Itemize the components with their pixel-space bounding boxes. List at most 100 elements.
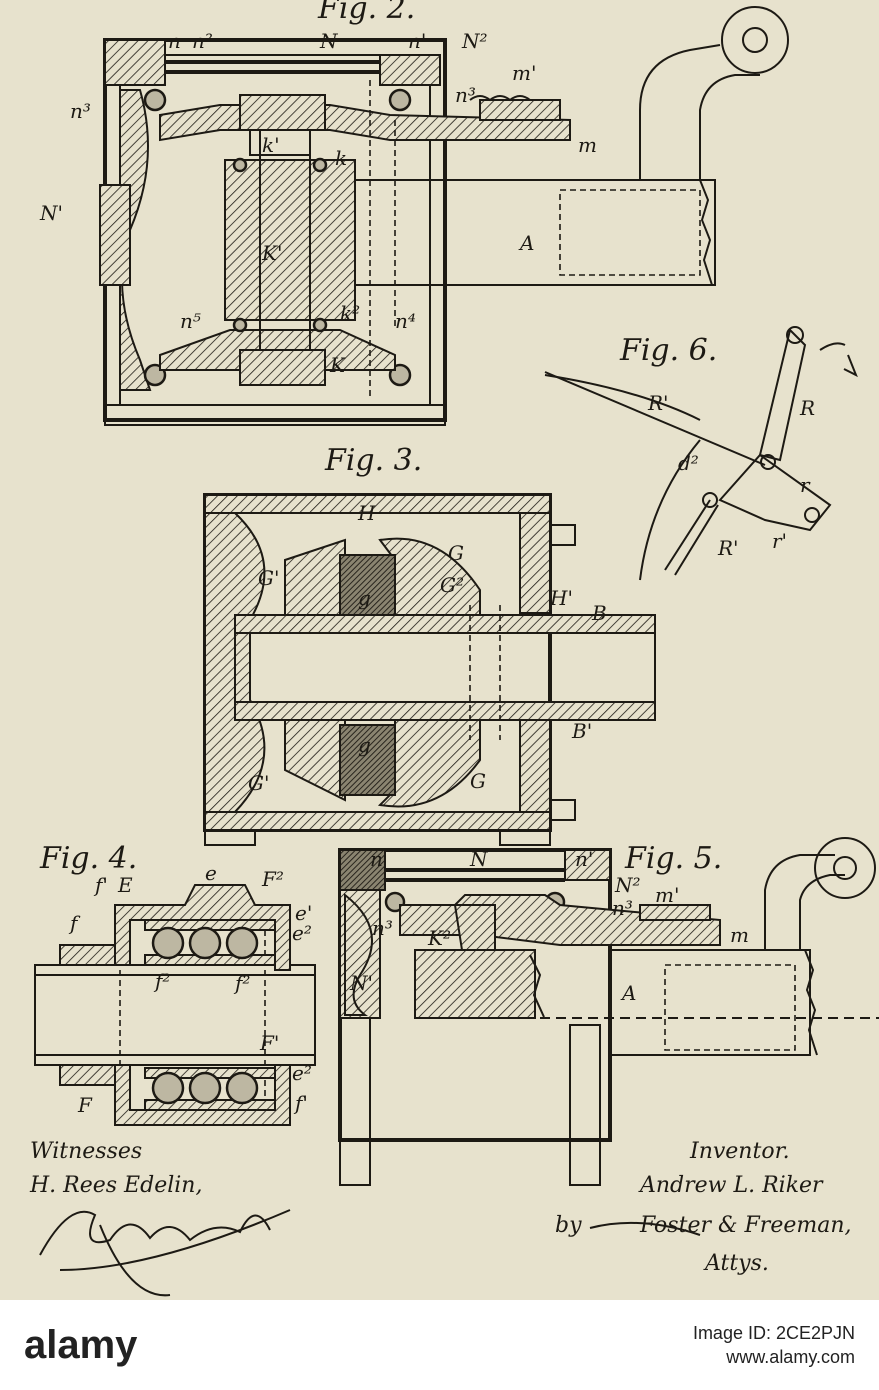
- svg-text:G: G: [470, 769, 486, 793]
- svg-text:n²: n²: [192, 29, 213, 53]
- svg-text:n⁵: n⁵: [180, 309, 201, 333]
- svg-text:F: F: [77, 1093, 93, 1117]
- fig4-title: Fig. 4.: [39, 841, 137, 876]
- fig2-eye: [722, 7, 788, 73]
- svg-text:k²: k²: [340, 301, 360, 325]
- watermark-info: Image ID: 2CE2PJN www.alamy.com: [693, 1321, 855, 1370]
- svg-text:N²: N²: [461, 29, 488, 53]
- svg-text:g: g: [358, 733, 371, 757]
- inventor-name: Andrew L. Riker: [638, 1173, 824, 1198]
- svg-text:R': R': [647, 391, 669, 415]
- witnesses-title: Witnesses: [30, 1139, 142, 1164]
- svg-text:m: m: [578, 133, 597, 157]
- svg-text:f: f: [68, 911, 81, 935]
- svg-text:B: B: [591, 601, 607, 625]
- fig4-group: Fig. 4. E e F² f' f e' e² f² f²: [35, 841, 315, 1125]
- fig2-ball-top-left: [145, 90, 165, 110]
- fig6-rod: [545, 372, 765, 465]
- svg-text:B': B': [571, 719, 592, 743]
- svg-text:H': H': [549, 586, 573, 610]
- svg-text:f²: f²: [153, 969, 170, 993]
- fig5-eye: [815, 838, 875, 898]
- by-line: by: [555, 1213, 582, 1238]
- site-url: www.alamy.com: [693, 1345, 855, 1369]
- fig4-ball-1: [153, 928, 183, 958]
- fig6-title: Fig. 6.: [619, 333, 717, 368]
- svg-text:m: m: [730, 923, 749, 947]
- svg-text:K²: K²: [427, 926, 451, 950]
- image-id-label: Image ID: 2CE2PJN: [693, 1321, 855, 1345]
- svg-text:n: n: [168, 29, 181, 53]
- fig4-ball-3: [227, 928, 257, 958]
- fig2-pad: [480, 100, 560, 120]
- fig3-title: Fig. 3.: [324, 443, 422, 478]
- svg-text:H: H: [357, 501, 376, 525]
- fig2-cover-left: [105, 40, 165, 85]
- svg-text:G: G: [448, 541, 464, 565]
- svg-text:e: e: [205, 861, 217, 885]
- signature-block: Witnesses H. Rees Edelin, Inventor. Andr…: [29, 1139, 852, 1295]
- svg-text:k': k': [262, 133, 280, 157]
- svg-text:e²: e²: [292, 1061, 312, 1085]
- svg-text:n³: n³: [70, 99, 91, 123]
- fig6-lever: [760, 330, 805, 460]
- svg-text:n⁴: n⁴: [395, 309, 416, 333]
- svg-text:F²: F²: [261, 867, 284, 891]
- svg-text:N': N': [39, 201, 63, 225]
- svg-text:K': K': [261, 241, 282, 265]
- fig4-ball-4: [153, 1073, 183, 1103]
- fig3-group: Fig. 3. H G' G G² H' g B g: [205, 443, 655, 845]
- fig3-gear-left-bottom: [285, 720, 345, 800]
- witness-2-signature: [40, 1210, 290, 1295]
- witness-1: H. Rees Edelin,: [29, 1173, 202, 1198]
- svg-text:N²: N²: [614, 873, 641, 897]
- svg-text:k: k: [335, 146, 347, 170]
- fig5-group: Fig. 5. n N n' N² m': [340, 838, 879, 1185]
- svg-text:e²: e²: [292, 921, 312, 945]
- fig4-ball-2: [190, 928, 220, 958]
- svg-text:G': G': [258, 566, 279, 590]
- fig2-steering-arm: [640, 45, 720, 180]
- svg-text:n': n': [575, 847, 593, 871]
- fig2-axle: [355, 180, 715, 285]
- patent-drawing: Fig. 2.: [0, 0, 879, 1300]
- svg-text:N: N: [469, 847, 489, 871]
- svg-text:f²: f²: [233, 971, 250, 995]
- svg-text:n': n': [408, 29, 426, 53]
- fig4-ball-5: [190, 1073, 220, 1103]
- svg-text:d²: d²: [678, 451, 699, 475]
- svg-text:N': N': [349, 971, 373, 995]
- svg-text:F': F': [259, 1031, 279, 1055]
- svg-text:g: g: [358, 586, 371, 610]
- fig2-spindle-block: [225, 160, 355, 320]
- svg-text:R: R: [799, 396, 815, 420]
- svg-text:f': f': [293, 1091, 308, 1115]
- svg-text:G²: G²: [440, 573, 464, 597]
- svg-text:r': r': [772, 529, 787, 553]
- fig2-title: Fig. 2.: [317, 0, 415, 26]
- svg-text:n: n: [370, 847, 383, 871]
- fig6-group: Fig. 6. R' R d² r r' R': [545, 327, 856, 580]
- svg-text:R': R': [717, 536, 739, 560]
- svg-text:m': m': [655, 883, 679, 907]
- svg-text:N: N: [319, 29, 339, 53]
- svg-text:G': G': [248, 771, 269, 795]
- inventor-title: Inventor.: [689, 1139, 790, 1164]
- patent-sheet: Fig. 2.: [0, 0, 879, 1300]
- attorney-name: Foster & Freeman,: [639, 1213, 852, 1238]
- alamy-logo: alamy: [24, 1323, 137, 1368]
- svg-text:r: r: [800, 473, 811, 497]
- svg-text:m': m': [512, 61, 536, 85]
- attys-label: Attys.: [703, 1251, 769, 1276]
- fig2-cover-right: [380, 55, 440, 85]
- svg-text:n³: n³: [612, 896, 633, 920]
- svg-text:n³: n³: [372, 916, 393, 940]
- fig5-title: Fig. 5.: [624, 841, 722, 876]
- svg-text:A: A: [620, 981, 636, 1005]
- svg-text:A: A: [518, 231, 534, 255]
- svg-text:K: K: [329, 353, 346, 377]
- svg-text:E: E: [117, 873, 133, 897]
- svg-text:f': f': [93, 873, 108, 897]
- fig2-ball-top-right: [390, 90, 410, 110]
- fig4-ball-6: [227, 1073, 257, 1103]
